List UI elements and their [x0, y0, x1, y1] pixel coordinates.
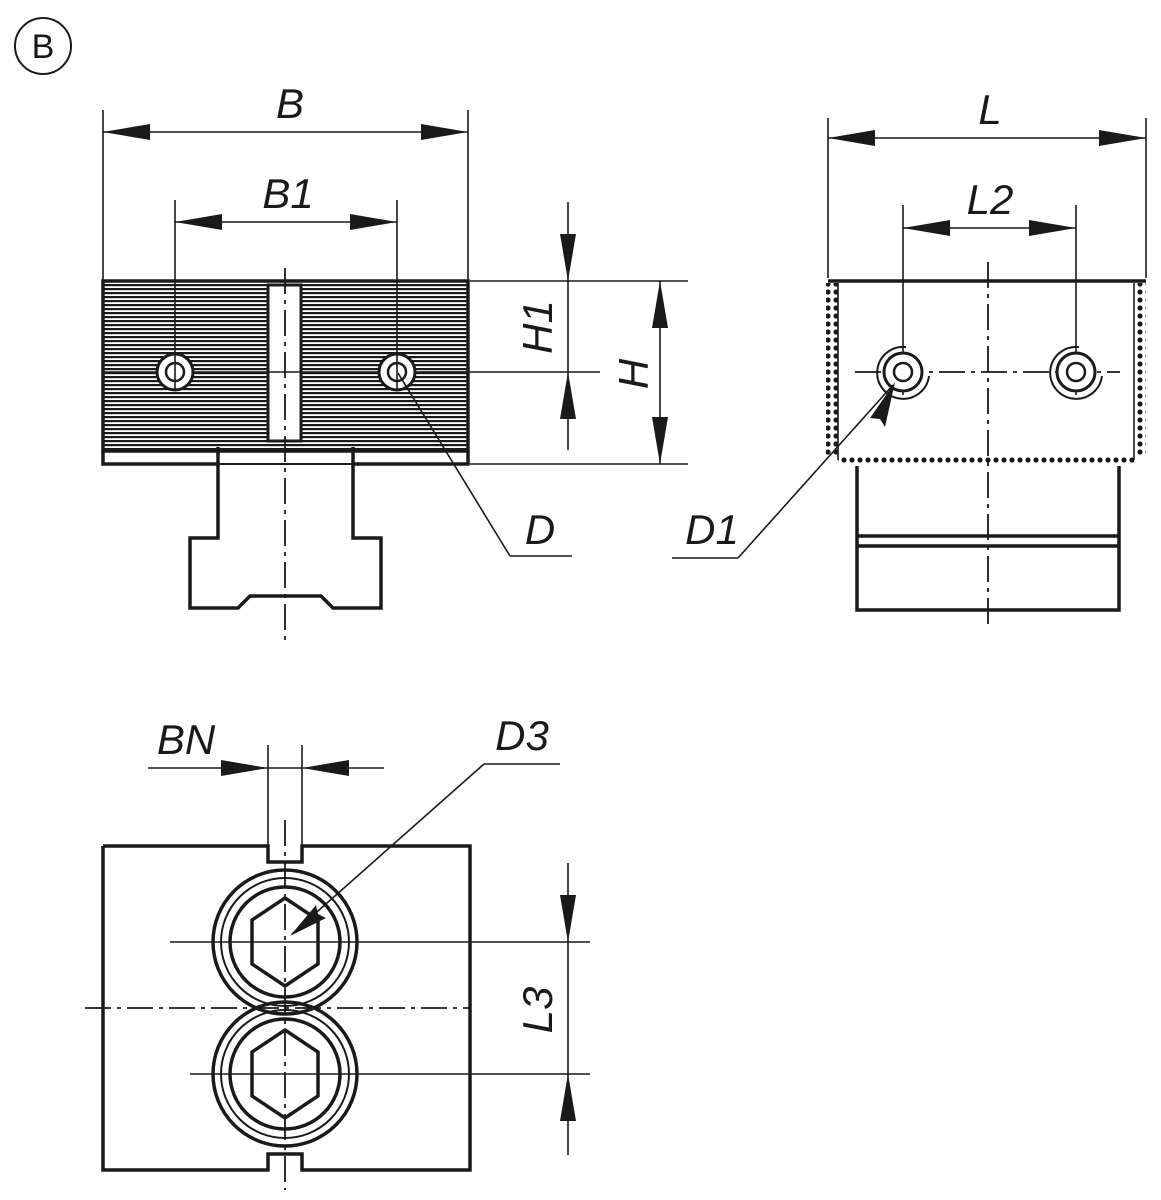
dimension-h1-h: H1 H — [420, 202, 688, 465]
dimension-b1: B1 — [175, 170, 397, 230]
side-knurl-left — [826, 283, 838, 455]
side-hole-left — [876, 345, 930, 400]
side-hole-right — [1049, 345, 1103, 400]
label-l3: L3 — [514, 987, 561, 1034]
label-b: B — [276, 80, 304, 127]
front-view — [101, 200, 470, 640]
label-h1: H1 — [514, 300, 561, 354]
label-l2: L2 — [967, 176, 1014, 223]
dimension-l2: L2 — [903, 176, 1076, 236]
view-marker-letter: B — [32, 28, 55, 66]
dimension-l3: L3 — [514, 863, 576, 1155]
dimension-l: L — [827, 86, 1147, 278]
dimension-b: B — [102, 80, 469, 280]
top-body-outline — [101, 844, 472, 1172]
label-d: D — [525, 506, 555, 553]
label-bn: BN — [157, 716, 216, 763]
view-marker: B — [14, 17, 72, 75]
label-d1: D1 — [685, 506, 739, 553]
dimension-bn: BN — [148, 716, 384, 776]
label-b1: B1 — [262, 170, 313, 217]
side-knurl-bottom — [838, 455, 1134, 465]
side-view — [826, 205, 1146, 625]
label-d3: D3 — [495, 712, 549, 759]
label-l: L — [978, 86, 1001, 133]
leader-d3: D3 — [290, 712, 560, 936]
top-screw-lower — [190, 1000, 590, 1148]
top-screw-upper — [170, 868, 590, 1016]
leader-d: D — [397, 372, 572, 557]
label-h: H — [610, 358, 657, 389]
leader-d1: D1 — [672, 382, 895, 559]
side-knurl-right — [1134, 283, 1146, 455]
top-view — [85, 745, 590, 1190]
